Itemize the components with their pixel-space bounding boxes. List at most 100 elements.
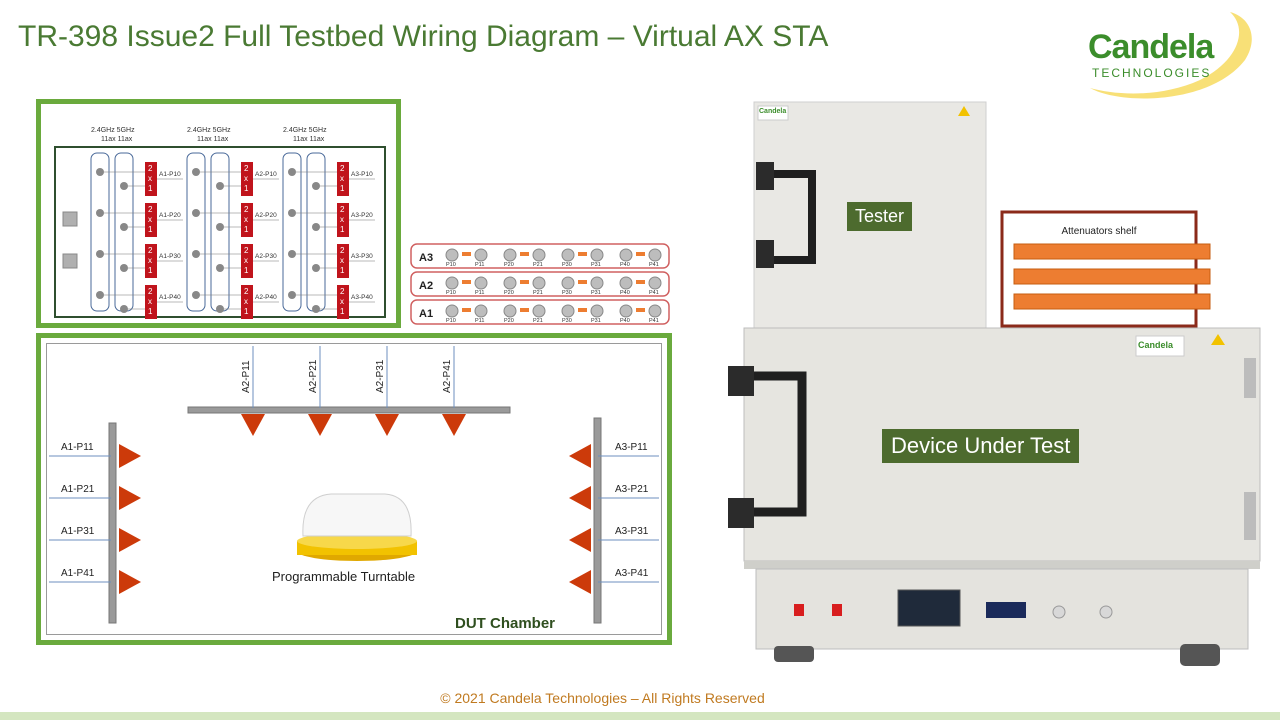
candela-logo: Candela TECHNOLOGIES: [1080, 10, 1260, 100]
radio-port: [192, 250, 200, 258]
attenuator-port-label: P20: [504, 262, 514, 268]
attenuator-port: [503, 276, 517, 290]
right-port-label: A3-P11: [615, 442, 648, 453]
splitter-label: 2: [148, 287, 153, 296]
knob-right: [1099, 605, 1113, 619]
attenuator-link: [578, 252, 587, 256]
radio-column: [210, 152, 230, 312]
attenuator-port: [474, 276, 488, 290]
input-block: [62, 253, 78, 269]
splitter-label: x: [340, 215, 344, 224]
attenuator-port-label: P10: [446, 318, 456, 324]
attenuator-row-label: A1: [419, 308, 433, 320]
tester-hinge: [756, 162, 774, 190]
radio-port: [192, 168, 200, 176]
attenuator-shelf-label: Attenuators shelf: [1061, 226, 1137, 237]
antenna-arrow: [569, 444, 591, 468]
attenuator-port: [561, 248, 575, 262]
attenuator-row-label: A2: [419, 280, 433, 292]
dut-badge-text: Candela: [1138, 340, 1174, 350]
attenuator-port-label: P21: [533, 262, 543, 268]
attenuator-port-label: P30: [562, 318, 572, 324]
splitter-2x1: [241, 162, 253, 196]
splitter-label: 1: [244, 266, 249, 275]
dut-chamber-seam: [744, 561, 1260, 569]
attenuator-port-label: P20: [504, 290, 514, 296]
splitter-2x1: [337, 162, 349, 196]
splitter-label: 1: [148, 225, 153, 234]
attenuator-port: [532, 248, 546, 262]
splitter-label: 1: [244, 184, 249, 193]
splitter-label: 1: [148, 307, 153, 316]
led-switch: [832, 604, 842, 616]
splitter-label: x: [340, 256, 344, 265]
splitter-label: x: [244, 215, 248, 224]
splitter-label: 1: [340, 184, 345, 193]
attenuator-port: [532, 304, 546, 318]
radio-column: [282, 152, 302, 312]
port-label: A1-P20: [159, 212, 181, 219]
splitter-label: 2: [244, 205, 249, 214]
radio-port: [312, 305, 320, 313]
splitter-2x1: [145, 203, 157, 237]
mode-label: 11ax 11ax: [101, 136, 133, 143]
top-port-label: A2-P31: [375, 359, 386, 393]
port-label: A1-P30: [159, 253, 181, 260]
splitter-2x1: [145, 162, 157, 196]
splitter-label: 2: [340, 287, 345, 296]
splitter-2x1: [241, 285, 253, 319]
dut-badge: [1135, 335, 1185, 357]
splitter-label: 1: [340, 307, 345, 316]
access-point-icon: [302, 493, 412, 537]
radio-port: [120, 305, 128, 313]
chamber-label: DUT Chamber: [455, 615, 555, 632]
attenuator-port: [648, 304, 662, 318]
equipment-photos: Tester Attenuators shelf Device Under Te…: [714, 100, 1270, 672]
radio-port: [216, 223, 224, 231]
antenna-arrow: [569, 528, 591, 552]
attenuator-port: [445, 248, 459, 262]
splitter-label: 2: [340, 246, 345, 255]
radio-column: [306, 152, 326, 312]
splitter-label: x: [340, 174, 344, 183]
splitter-2x1: [145, 244, 157, 278]
attenuator-port-label: P40: [620, 262, 630, 268]
attenuator-port-label: P11: [475, 318, 484, 324]
splitter-label: x: [148, 215, 152, 224]
radio-port: [288, 250, 296, 258]
radio-port: [288, 209, 296, 217]
antenna-arrow: [442, 414, 466, 436]
warning-icon: [1211, 334, 1225, 345]
port-label: A2-P30: [255, 253, 277, 260]
chamber-inner-frame: [46, 343, 662, 635]
attenuator-port: [590, 248, 604, 262]
attenuator-port: [503, 304, 517, 318]
attenuator-port: [474, 304, 488, 318]
antenna-arrow: [308, 414, 332, 436]
port-label: A3-P30: [351, 253, 373, 260]
radio-port: [96, 250, 104, 258]
left-port-label: A1-P21: [61, 484, 95, 495]
top-antenna-bar: [187, 406, 511, 414]
attenuator-port-label: P41: [649, 262, 659, 268]
footer-bar: [0, 712, 1280, 720]
dut-handle: [754, 371, 807, 517]
tester-handle: [774, 170, 816, 264]
attenuator-link: [636, 280, 645, 284]
attenuator-port: [648, 248, 662, 262]
attenuator-port-label: P30: [562, 262, 572, 268]
attenuator-port: [619, 276, 633, 290]
antenna-arrow: [569, 570, 591, 594]
splitter-label: 1: [340, 266, 345, 275]
page-title: TR-398 Issue2 Full Testbed Wiring Diagra…: [18, 20, 829, 53]
attenuator-port: [619, 304, 633, 318]
left-antenna-bar: [108, 422, 117, 624]
attenuator-port-label: P31: [591, 290, 601, 296]
attenuator-link: [462, 252, 471, 256]
splitter-2x1: [241, 244, 253, 278]
right-port-label: A3-P21: [615, 484, 649, 495]
radio-column: [90, 152, 110, 312]
antenna-arrow: [241, 414, 265, 436]
right-port-label: A3-P41: [615, 568, 649, 579]
